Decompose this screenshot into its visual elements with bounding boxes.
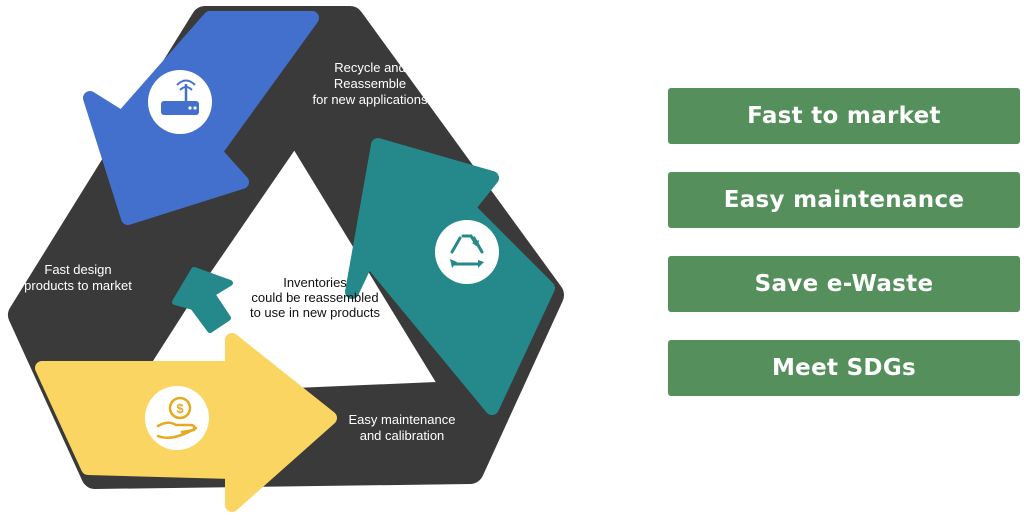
center-arrow: [172, 267, 233, 333]
label-line: Reassemble: [333, 76, 407, 91]
label-line: products to market: [24, 278, 132, 293]
label-fast-design: Fast design products to market: [12, 262, 144, 294]
center-label: Inventories could be reassembled to use …: [234, 275, 396, 320]
label-line: to use in new products: [249, 305, 381, 320]
label-maintenance: Easy maintenance and calibration: [336, 412, 468, 444]
label-line: and calibration: [359, 428, 445, 443]
benefit-easy-maintenance: Easy maintenance: [668, 172, 1020, 228]
label-line: Fast design: [44, 262, 112, 277]
label-line: Inventories: [283, 275, 347, 290]
benefit-fast-to-market: Fast to market: [668, 88, 1020, 144]
label-line: for new applications: [312, 92, 428, 107]
svg-text:$: $: [176, 401, 184, 416]
label-line: Recycle and: [334, 60, 406, 75]
dollar-hand-icon: $: [145, 386, 209, 450]
recycle-icon: [435, 220, 499, 284]
benefit-save-e-waste: Save e-Waste: [668, 256, 1020, 312]
label-recycle: Recycle and Reassemble for new applicati…: [296, 60, 444, 108]
cycle-diagram: $: [8, 6, 564, 512]
benefit-meet-sdgs: Meet SDGs: [668, 340, 1020, 396]
label-line: could be reassembled: [251, 290, 379, 305]
router-icon: [148, 70, 212, 134]
label-line: Easy maintenance: [348, 412, 456, 427]
